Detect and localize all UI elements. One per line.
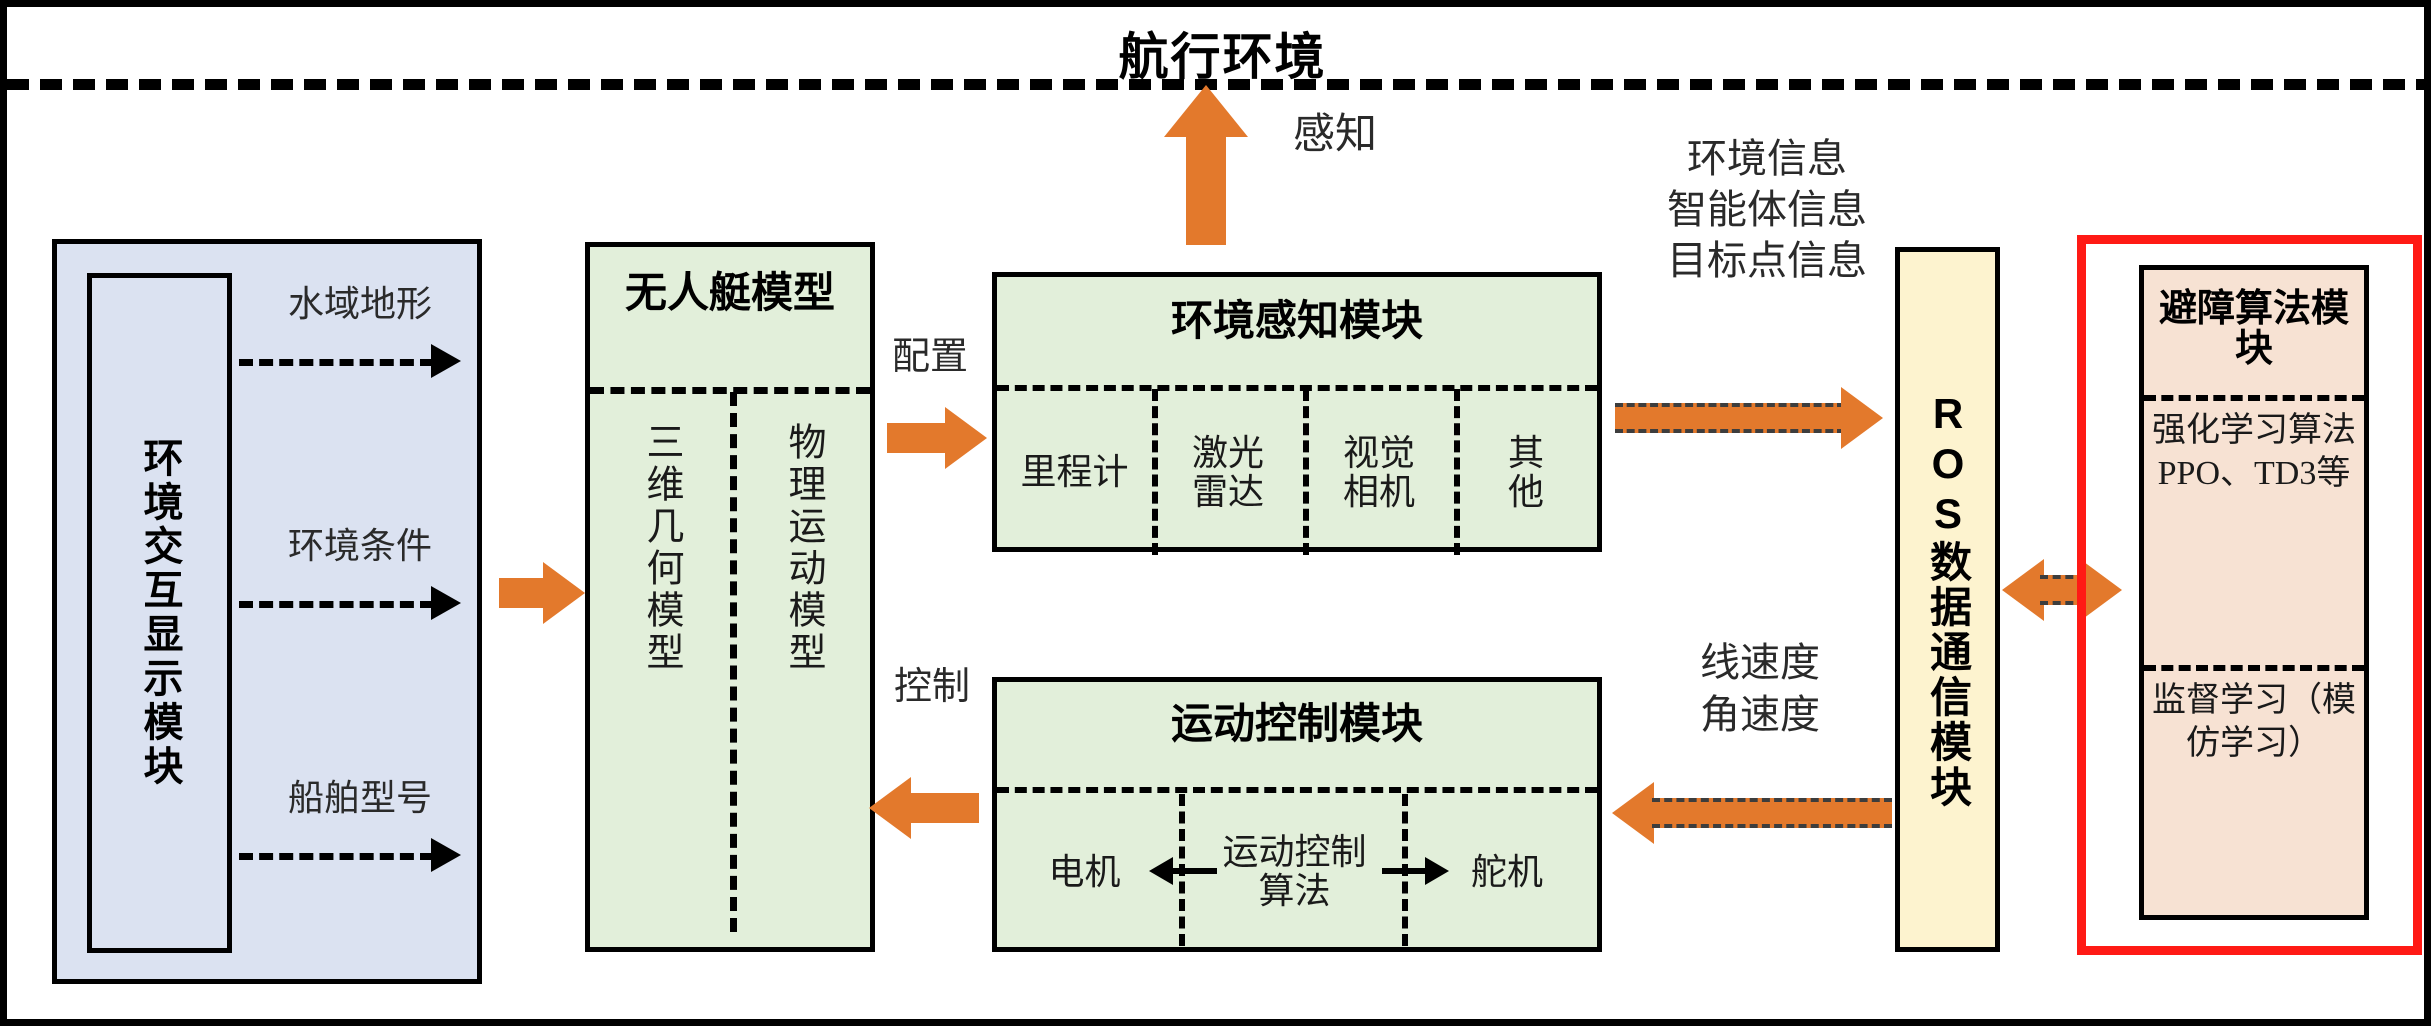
sensor-odometry[interactable]: 里程计 (997, 395, 1152, 550)
page-title: 航行环境 (1118, 29, 1327, 85)
sensor-divider-2 (1303, 389, 1309, 555)
perception-label: 感知 (1292, 112, 1377, 158)
terrain-arrow-head (431, 344, 461, 378)
configure-label: 配置 (891, 336, 968, 378)
ros-communication-module[interactable]: ROS数据通信模块 (1895, 247, 2000, 952)
environment-interaction-module-label: 环境交互显示模块 (137, 437, 182, 789)
sensor-lidar[interactable]: 激光雷达 (1153, 395, 1303, 550)
angular-velocity-label: 角速度 (1700, 692, 1820, 737)
ship-model-arrow-head (431, 838, 461, 872)
rudder-arrow-line (1382, 868, 1427, 874)
sensor-other-label: 其他 (1507, 432, 1544, 512)
arrow-panel-to-usv (499, 562, 585, 624)
usv-dynamics-label: 物理运动模型 (781, 422, 824, 674)
agent-info-label: 智能体信息 (1667, 187, 1867, 232)
goal-info-label: 目标点信息 (1667, 238, 1867, 283)
output-label-ship-model: 船舶型号 (287, 778, 432, 818)
usv-model-box[interactable]: 无人艇模型 三维几何模型 物理运动模型 (585, 242, 875, 952)
control-label: 控制 (893, 666, 970, 708)
usv-dynamics-column: 物理运动模型 (732, 422, 872, 674)
motor-label: 电机 (1048, 851, 1121, 892)
sensor-divider-3 (1454, 389, 1460, 555)
sensor-divider-1 (1152, 389, 1158, 555)
arrow-motion-to-usv (869, 777, 984, 839)
terrain-arrow-line (239, 359, 434, 366)
output-label-conditions: 环境条件 (287, 526, 432, 566)
motor-arrow-line (1172, 868, 1217, 874)
ship-model-arrow-line (239, 853, 434, 860)
env-info-label: 环境信息 (1687, 136, 1847, 181)
perception-horizontal-divider (997, 385, 1597, 391)
arrow-ros-to-motion (1612, 782, 1902, 844)
control-algorithm-cell[interactable]: 运动控制算法 (1187, 797, 1402, 947)
output-label-terrain: 水域地形 (287, 284, 432, 324)
rudder-label: 舵机 (1470, 851, 1543, 892)
arrow-perception-up (1164, 85, 1248, 245)
conditions-arrow-head (431, 586, 461, 620)
usv-horizontal-divider (590, 387, 870, 394)
highlight-red-outline (2077, 235, 2422, 955)
reinforcement-learning-label: 强化学习算法PPO、TD3等 (2152, 412, 2356, 492)
rudder-arrow-head (1425, 857, 1449, 885)
rudder-cell[interactable]: 舵机 (1417, 797, 1597, 947)
usv-geometry-label: 三维几何模型 (639, 422, 682, 674)
supervised-learning-label: 监督学习（模仿学习） (2152, 682, 2356, 762)
sensor-other[interactable]: 其他 (1455, 395, 1597, 550)
sensor-camera-label: 视觉相机 (1342, 432, 1415, 512)
obstacle-avoidance-module[interactable]: 避障算法模块 强化学习算法PPO、TD3等 监督学习（模仿学习） (2139, 265, 2369, 920)
arrow-usv-to-perception (887, 407, 987, 469)
motor-arrow-head (1149, 857, 1173, 885)
avoidance-divider-2 (2144, 665, 2364, 671)
environment-perception-module[interactable]: 环境感知模块 里程计 激光雷达 视觉相机 其他 (992, 272, 1602, 555)
avoidance-divider-1 (2144, 395, 2364, 401)
usv-geometry-column: 三维几何模型 (590, 422, 730, 674)
avoidance-module-header: 避障算法模块 (2158, 288, 2349, 370)
motion-control-module[interactable]: 运动控制模块 电机 运动控制算法 舵机 (992, 677, 1602, 952)
perception-module-header: 环境感知模块 (1170, 297, 1423, 344)
sensor-odometry-label: 里程计 (1020, 452, 1129, 493)
motor-cell[interactable]: 电机 (997, 797, 1172, 947)
motion-horizontal-divider (997, 787, 1597, 793)
sensor-camera[interactable]: 视觉相机 (1304, 395, 1454, 550)
environment-interaction-module-box[interactable]: 环境交互显示模块 (87, 273, 232, 953)
linear-velocity-label: 线速度 (1700, 640, 1820, 685)
usv-vertical-divider (730, 392, 737, 932)
conditions-arrow-line (239, 601, 434, 608)
control-algorithm-label: 运动控制算法 (1222, 832, 1367, 911)
usv-model-header: 无人艇模型 (624, 269, 835, 316)
environment-divider (7, 79, 2424, 90)
motion-control-header: 运动控制模块 (1170, 700, 1423, 747)
arrow-perception-to-ros (1615, 387, 1903, 449)
ros-module-label: ROS数据通信模块 (1924, 389, 1972, 810)
sensor-lidar-label: 激光雷达 (1191, 432, 1264, 512)
